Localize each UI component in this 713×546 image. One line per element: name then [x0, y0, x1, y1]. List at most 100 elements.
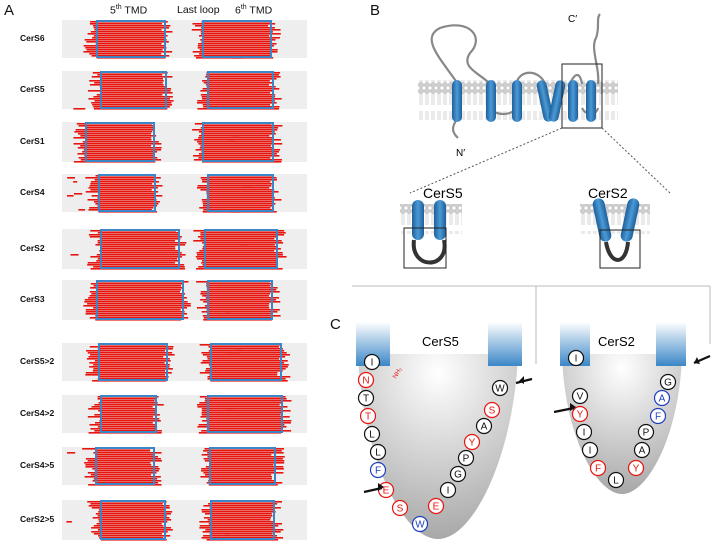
residue-letter: F [655, 412, 661, 423]
residue-circle [571, 405, 589, 423]
residue-letter: A [481, 422, 488, 433]
residue-letter: G [454, 470, 462, 481]
residue-circle [607, 471, 625, 489]
residue-circle [439, 481, 457, 499]
residue-letter: S [397, 504, 404, 515]
inset-cers5-label: CerS5 [423, 185, 463, 201]
alignment-row [62, 122, 307, 163]
alignment-row [62, 71, 307, 110]
alignment-row [62, 395, 307, 434]
residue-circle [463, 433, 481, 451]
residue-circle [571, 387, 589, 405]
panel-c-letter: C [330, 316, 341, 333]
residue-circle [357, 371, 375, 389]
residue-circle [427, 497, 445, 515]
residue-letter: Y [469, 438, 476, 449]
residue-letter: A [659, 394, 666, 405]
residue-circle [633, 441, 651, 459]
row-label-cers4-to-2: CerS4>2 [20, 408, 55, 418]
panel-a-letter: A [4, 2, 15, 19]
header-6th-tmd: 6th TMD [235, 4, 273, 17]
residue-letter: P [463, 454, 470, 465]
residue-letter: E [383, 486, 390, 497]
residue-letter: A [639, 446, 646, 457]
header-5th-tmd: 5th TMD [110, 4, 148, 17]
residue-circle [369, 443, 387, 461]
row-label-cers6: CerS6 [20, 33, 45, 43]
residue-circle [653, 389, 671, 407]
residue-letter: L [613, 476, 619, 487]
residue-letter: I [447, 486, 450, 497]
residue-letter: G [664, 378, 672, 389]
residue-circle [391, 499, 409, 517]
residue-letter: S [489, 406, 496, 417]
panel-b-letter: B [370, 2, 381, 19]
residue-circle [491, 379, 509, 397]
residue-circle [483, 401, 501, 419]
c-terminus-label: C′ [568, 14, 577, 25]
alignment-row [62, 20, 307, 59]
row-label-cers2: CerS2 [20, 243, 45, 253]
row-label-cers4: CerS4 [20, 187, 45, 197]
residue-letter: W [415, 520, 425, 531]
residue-circle [449, 465, 467, 483]
residue-circle [411, 515, 429, 533]
residue-circle [475, 417, 493, 435]
residue-circle [659, 373, 677, 391]
alignment-row [62, 500, 307, 541]
row-label-cers5: CerS5 [20, 84, 45, 94]
n-terminus-label: N′ [456, 148, 465, 159]
tm-helices [452, 80, 596, 122]
residue-letter: T [363, 394, 369, 405]
residue-letter: P [643, 428, 650, 439]
residue-circle [581, 441, 599, 459]
row-label-cers3: CerS3 [20, 294, 45, 304]
alignment-row [62, 447, 307, 486]
residue-circle [627, 459, 645, 477]
residue-letter: Y [633, 464, 640, 475]
residue-circle [637, 423, 655, 441]
residue-letter: E [433, 502, 440, 513]
zoom-box [561, 63, 603, 129]
residue-circle [457, 449, 475, 467]
panel-b-topology-diagram: C′ N′ CerS5 CerS2 [400, 13, 671, 269]
row-label-cers4-to-5: CerS4>5 [20, 460, 55, 470]
cers5-title: CerS5 [422, 334, 459, 349]
residue-letter: Y [577, 410, 584, 421]
residue-letter: L [375, 448, 381, 459]
residue-circle [589, 459, 607, 477]
alignment-row [62, 229, 307, 270]
alignment-row [62, 174, 307, 213]
residue-letter: L [369, 430, 375, 441]
row-label-cers5-to-2: CerS5>2 [20, 356, 55, 366]
residue-letter: F [375, 466, 381, 477]
header-last-loop: Last loop [177, 4, 220, 16]
residue-letter: V [577, 392, 584, 403]
residue-circle [363, 353, 381, 371]
residue-letter: T [365, 412, 371, 423]
residue-circle [567, 349, 585, 367]
inset-cers2-label: CerS2 [588, 185, 628, 201]
cers2-title: CerS2 [598, 334, 635, 349]
residue-letter: I [575, 354, 578, 365]
residue-circle [369, 461, 387, 479]
residue-letter: F [595, 464, 601, 475]
residue-letter: I [583, 428, 586, 439]
residue-circle [357, 389, 375, 407]
residue-circle [363, 425, 381, 443]
residue-letter: I [371, 358, 374, 369]
residue-circle [575, 423, 593, 441]
protein-chain [430, 13, 601, 139]
alignment-row [62, 280, 307, 321]
residue-letter: I [589, 446, 592, 457]
row-label-cers2-to-5: CerS2>5 [20, 514, 55, 524]
alignment-row [62, 343, 307, 382]
residue-letter: N [362, 376, 369, 387]
residue-circle [359, 407, 377, 425]
row-label-cers1: CerS1 [20, 136, 45, 146]
residue-letter: W [495, 384, 505, 395]
residue-circle [649, 407, 667, 425]
